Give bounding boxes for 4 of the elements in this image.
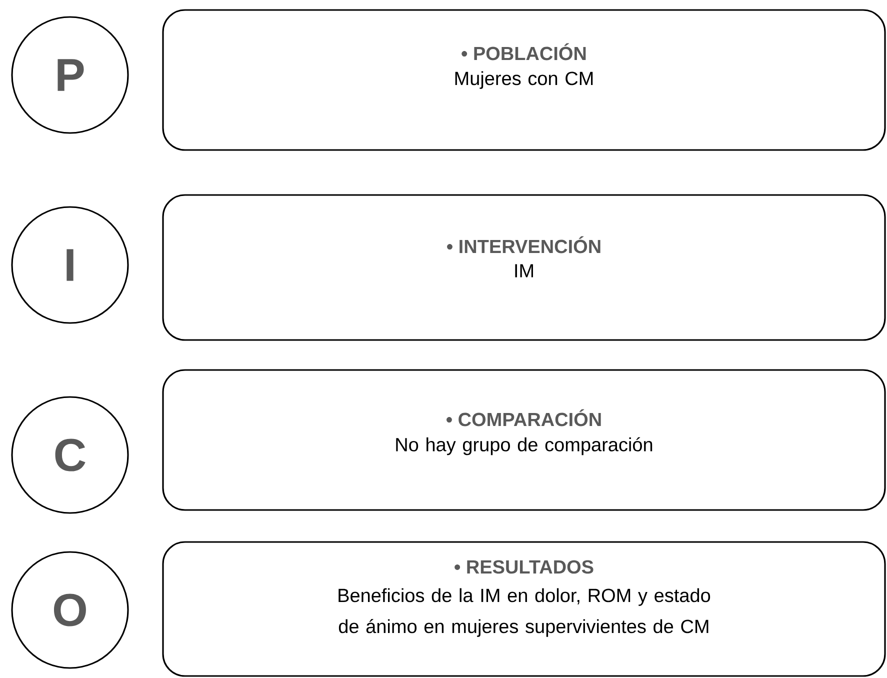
text-box: • POBLACIÓN Mujeres con CM <box>162 9 886 151</box>
text-box: • COMPARACIÓN No hay grupo de comparación <box>162 369 886 511</box>
text-box: • RESULTADOS Beneficios de la IM en dolor, ROM y estado de ánimo en mujeres supervivientes de CM <box>162 541 886 677</box>
text-box: • INTERVENCIÓN IM <box>162 194 886 341</box>
